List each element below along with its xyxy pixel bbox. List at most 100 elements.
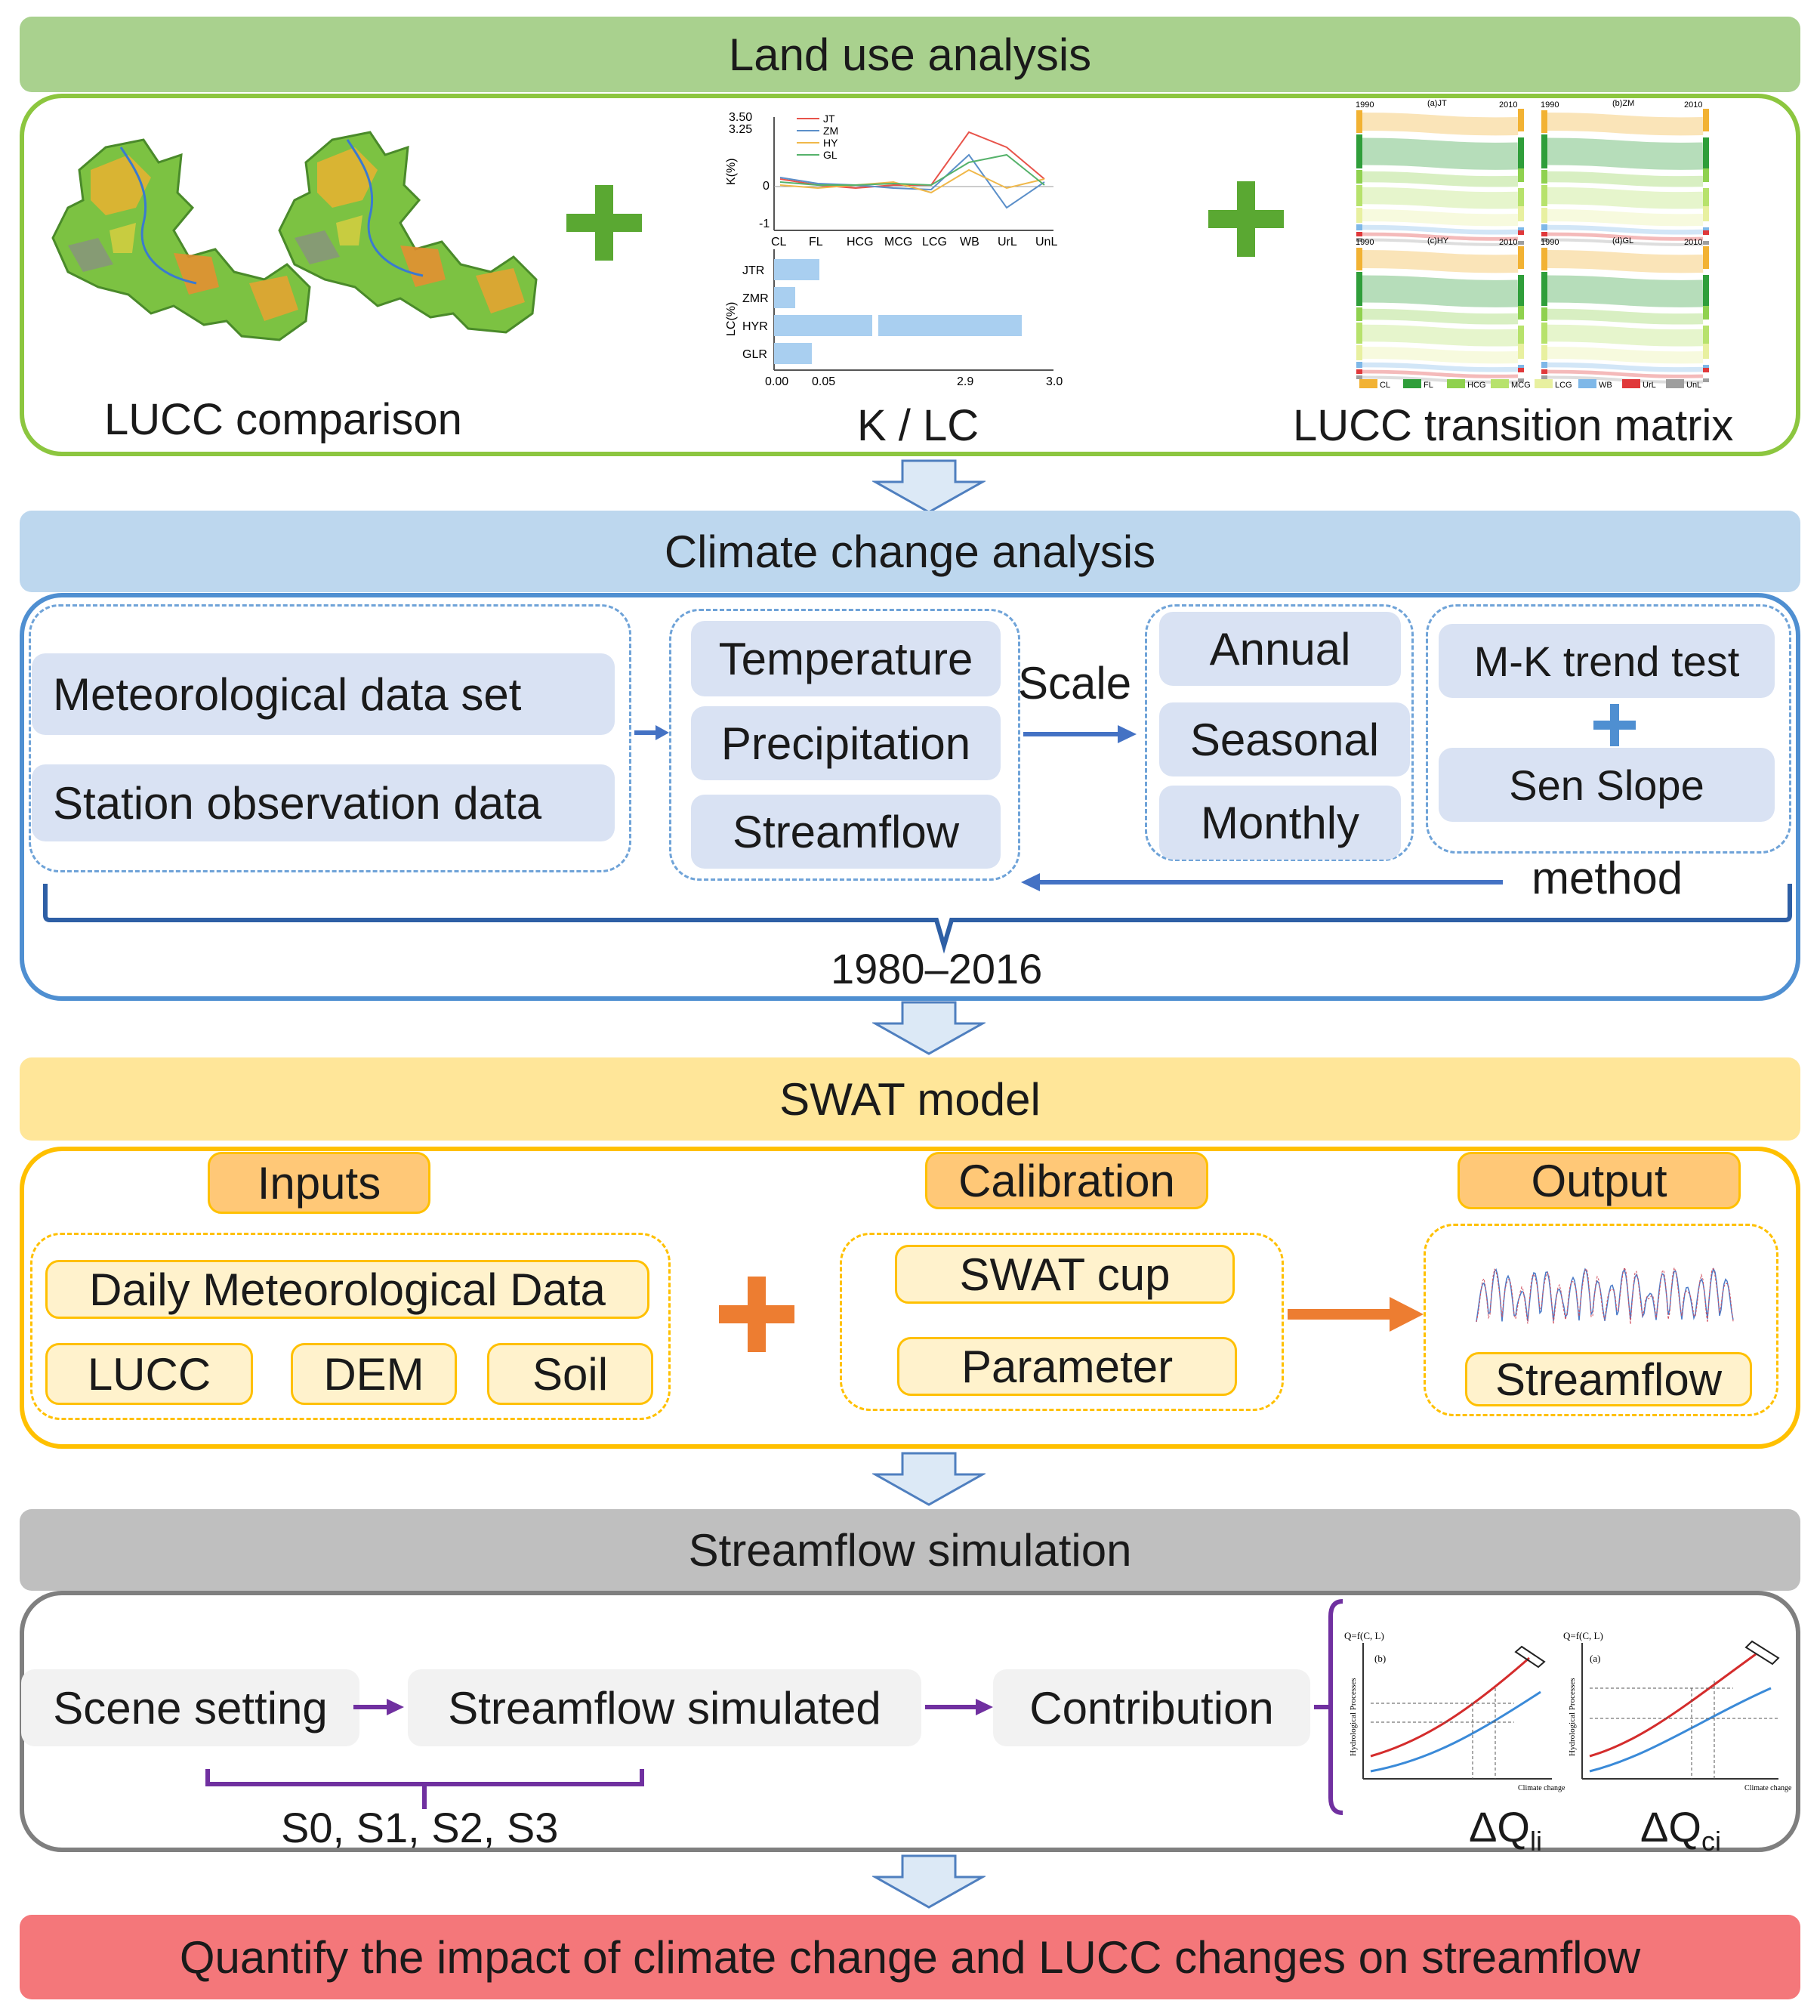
k-series-line-3 xyxy=(779,168,1045,194)
sankey-flow xyxy=(1547,324,1704,347)
sankey-flow xyxy=(1362,187,1519,209)
var-precipitation: Precipitation xyxy=(691,706,1001,780)
scale-monthly: Monthly xyxy=(1159,786,1401,860)
input-dem: DEM xyxy=(291,1343,457,1405)
station-data: Station observation data xyxy=(32,764,615,841)
sankey-node-left xyxy=(1541,248,1547,270)
sankey-legend-label-1: CL xyxy=(1380,381,1390,390)
variables-group xyxy=(669,609,1020,881)
sankey-flow xyxy=(1547,232,1704,241)
bar-glr xyxy=(774,343,812,364)
bar-jtr xyxy=(774,259,819,280)
sankey-node-left xyxy=(1541,232,1547,236)
sankey-legend-swatch-4 xyxy=(1491,379,1509,388)
sankey-node-left xyxy=(1541,323,1547,344)
input-met: Daily Meteorological Data xyxy=(45,1260,649,1319)
sankey-node-left xyxy=(1541,170,1547,184)
sankey-flow xyxy=(1362,238,1519,246)
sankey-node-left xyxy=(1541,345,1547,360)
step-contribution: Contribution xyxy=(993,1669,1310,1746)
lc-cat-2: ZMR xyxy=(742,292,769,305)
sankey-node-right xyxy=(1703,137,1709,171)
down-arrow-2 xyxy=(872,1001,986,1055)
sankey-node-left xyxy=(1356,208,1362,223)
sankey-node-left xyxy=(1356,185,1362,206)
sankey-node-right xyxy=(1518,230,1524,235)
sankey-node-left xyxy=(1541,134,1547,168)
sankey-legend-label-2: FL xyxy=(1424,381,1433,390)
sankey-node-left xyxy=(1356,110,1362,133)
calib-parameter: Parameter xyxy=(897,1337,1237,1396)
met-data-set: Meteorological data set xyxy=(32,653,615,735)
input-lucc: LUCC xyxy=(45,1343,253,1405)
hydro-observed xyxy=(1476,1267,1734,1323)
k-x-tick-5: LCG xyxy=(922,236,947,249)
sankey-legend-swatch-2 xyxy=(1403,379,1421,388)
sankey-legend-swatch-8 xyxy=(1666,379,1684,388)
delta-q-l: ΔQli xyxy=(1469,1803,1542,1857)
sankey-node-right xyxy=(1703,368,1709,372)
orange-arrow xyxy=(1288,1297,1424,1332)
output-group xyxy=(1424,1224,1778,1416)
sankey-node-right xyxy=(1518,168,1524,182)
lc-x-tick-4: 3.0 xyxy=(1046,375,1063,388)
scenarios-label: S0, S1, S2, S3 xyxy=(281,1804,559,1851)
sankey-node-left xyxy=(1356,170,1362,184)
fig-b-label: (b) xyxy=(1374,1653,1386,1664)
fig-a-xlabel: Climate change xyxy=(1744,1784,1792,1792)
sankey-node-right xyxy=(1703,306,1709,320)
sankey-flow xyxy=(1547,275,1704,307)
streamflow-hydrograph xyxy=(1476,1266,1734,1325)
hydro-simulated xyxy=(1476,1266,1734,1325)
scale-label: Scale xyxy=(1018,658,1132,709)
scales-group xyxy=(1145,604,1414,861)
sankey-flow xyxy=(1547,187,1704,209)
sankey-flow xyxy=(1547,113,1704,136)
sankey-flow xyxy=(1547,171,1704,187)
fig-b-xlabel: Climate change xyxy=(1518,1784,1566,1792)
k-x-tick-3: HCG xyxy=(847,236,874,249)
land-use-panel xyxy=(20,94,1800,456)
scale-seasonal: Seasonal xyxy=(1159,702,1410,776)
transition-caption: LUCC transition matrix xyxy=(1293,401,1734,450)
sankey-node-left xyxy=(1356,307,1362,321)
lc-cat-4: GLR xyxy=(742,348,767,361)
k-y-tick-3: 0 xyxy=(763,180,770,193)
sankey-node-right xyxy=(1703,344,1709,359)
sankey-year-start: 1990 xyxy=(1541,100,1559,110)
sankey-flow xyxy=(1362,347,1519,364)
k-legend-label-1: JT xyxy=(823,113,835,125)
sankey-year-start: 1990 xyxy=(1541,238,1559,247)
k-series-line-2 xyxy=(779,153,1045,209)
sankey-node-right xyxy=(1518,241,1524,245)
sankey-flow xyxy=(1547,347,1704,364)
delta-q-c: ΔQci xyxy=(1640,1803,1721,1857)
output-header: Output xyxy=(1458,1152,1741,1209)
down-arrow-4 xyxy=(872,1854,986,1909)
sankey-flow xyxy=(1547,238,1704,246)
climate-title: Climate change analysis xyxy=(664,526,1156,577)
sankey-node-left xyxy=(1541,307,1547,321)
plus-icon-2 xyxy=(1208,181,1284,257)
k-x-tick-8: UnL xyxy=(1035,236,1057,249)
final-banner: Quantify the impact of climate change an… xyxy=(20,1915,1800,1999)
orange-plus-icon xyxy=(719,1277,794,1352)
lucc-comparison-caption: LUCC comparison xyxy=(104,395,462,444)
sankey-node-right xyxy=(1518,344,1524,359)
sankey-node-right xyxy=(1518,109,1524,131)
fig-a-eq: Q=f(C, L) xyxy=(1563,1630,1603,1641)
sankey-node-right xyxy=(1518,368,1524,372)
sankey-flow xyxy=(1362,137,1519,170)
lc-y-label: LC(%) xyxy=(725,302,738,336)
sankey-node-left xyxy=(1356,362,1362,368)
lucc-map-2 xyxy=(278,131,538,334)
inputs-group xyxy=(30,1233,671,1420)
swat-title: SWAT model xyxy=(779,1073,1041,1125)
k-series-line-4 xyxy=(779,153,1045,187)
sankey-node-left xyxy=(1541,224,1547,230)
sankey-flow xyxy=(1547,250,1704,273)
sankey-node-left xyxy=(1541,110,1547,133)
sankey-node-right xyxy=(1703,168,1709,182)
land-use-banner: Land use analysis xyxy=(20,17,1800,92)
sankey-node-right xyxy=(1518,246,1524,269)
